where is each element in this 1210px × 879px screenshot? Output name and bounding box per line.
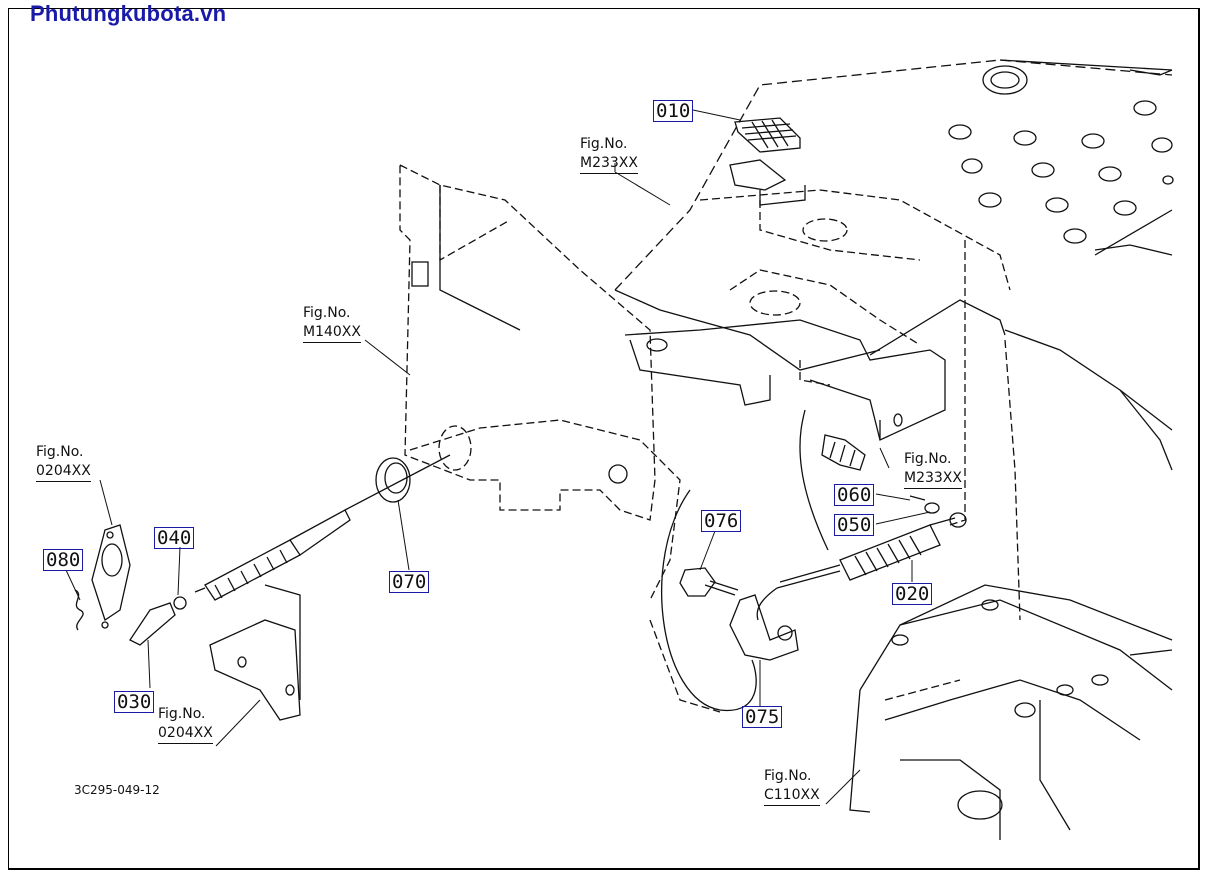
drawing-number: 3C295-049-12: [74, 783, 160, 797]
brake-pedal: [729, 117, 806, 206]
support-bracket: [209, 584, 301, 721]
part-label-040[interactable]: 040: [154, 527, 195, 549]
deck-dashed: [699, 189, 1021, 621]
fig-ref-label: Fig.No.: [158, 706, 206, 722]
part-label-060[interactable]: 060: [834, 484, 875, 506]
part-label-010[interactable]: 010: [653, 100, 694, 122]
leader-lines: [65, 109, 931, 805]
fig-ref-number: M233XX: [580, 154, 638, 174]
fig-ref-m140xx[interactable]: Fig.No. M140XX: [303, 304, 361, 343]
fig-ref-label: Fig.No.: [303, 305, 351, 321]
transmission-housing: [849, 584, 1173, 840]
fig-ref-number: C110XX: [764, 786, 820, 806]
fig-ref-c110xx[interactable]: Fig.No. C110XX: [764, 767, 820, 806]
housing-dashed: [884, 679, 961, 701]
cable-bracket: [679, 567, 799, 661]
fig-ref-number: M233XX: [904, 469, 962, 489]
floor-grommets: [948, 59, 1174, 471]
fig-ref-label: Fig.No.: [904, 451, 952, 467]
part-label-030[interactable]: 030: [114, 691, 155, 713]
fig-ref-number: M140XX: [303, 323, 361, 343]
bolt-fitting: [821, 434, 866, 471]
watermark: Phutungkubota.vn: [30, 1, 227, 26]
fig-ref-label: Fig.No.: [580, 136, 628, 152]
fig-ref-0204xx-bottom[interactable]: Fig.No. 0204XX: [158, 705, 213, 744]
fig-ref-label: Fig.No.: [764, 768, 812, 784]
pedal-cable: [756, 409, 967, 621]
washer-clip: [909, 495, 940, 514]
fender-panel-outline: [399, 163, 681, 601]
seal-ring: [375, 457, 411, 503]
fig-ref-m233xx-top[interactable]: Fig.No. M233XX: [580, 135, 638, 174]
rod-assembly: [74, 454, 451, 646]
part-label-076[interactable]: 076: [701, 510, 742, 532]
drawing-frame: [8, 8, 1200, 870]
fig-ref-number: 0204XX: [158, 724, 213, 744]
return-spring-line: [661, 489, 757, 712]
step-deck: [614, 59, 1173, 441]
part-label-070[interactable]: 070: [389, 571, 430, 593]
fig-ref-0204xx-left[interactable]: Fig.No. 0204XX: [36, 443, 91, 482]
fig-ref-number: 0204XX: [36, 462, 91, 482]
part-label-020[interactable]: 020: [892, 583, 933, 605]
fender-panel-solid: [411, 185, 628, 484]
fig-ref-label: Fig.No.: [36, 444, 84, 460]
guide-dashed-line: [649, 619, 721, 713]
part-label-080[interactable]: 080: [43, 549, 84, 571]
part-label-075[interactable]: 075: [742, 706, 783, 728]
part-label-050[interactable]: 050: [834, 514, 875, 536]
fig-ref-m233xx-right[interactable]: Fig.No. M233XX: [904, 450, 962, 489]
